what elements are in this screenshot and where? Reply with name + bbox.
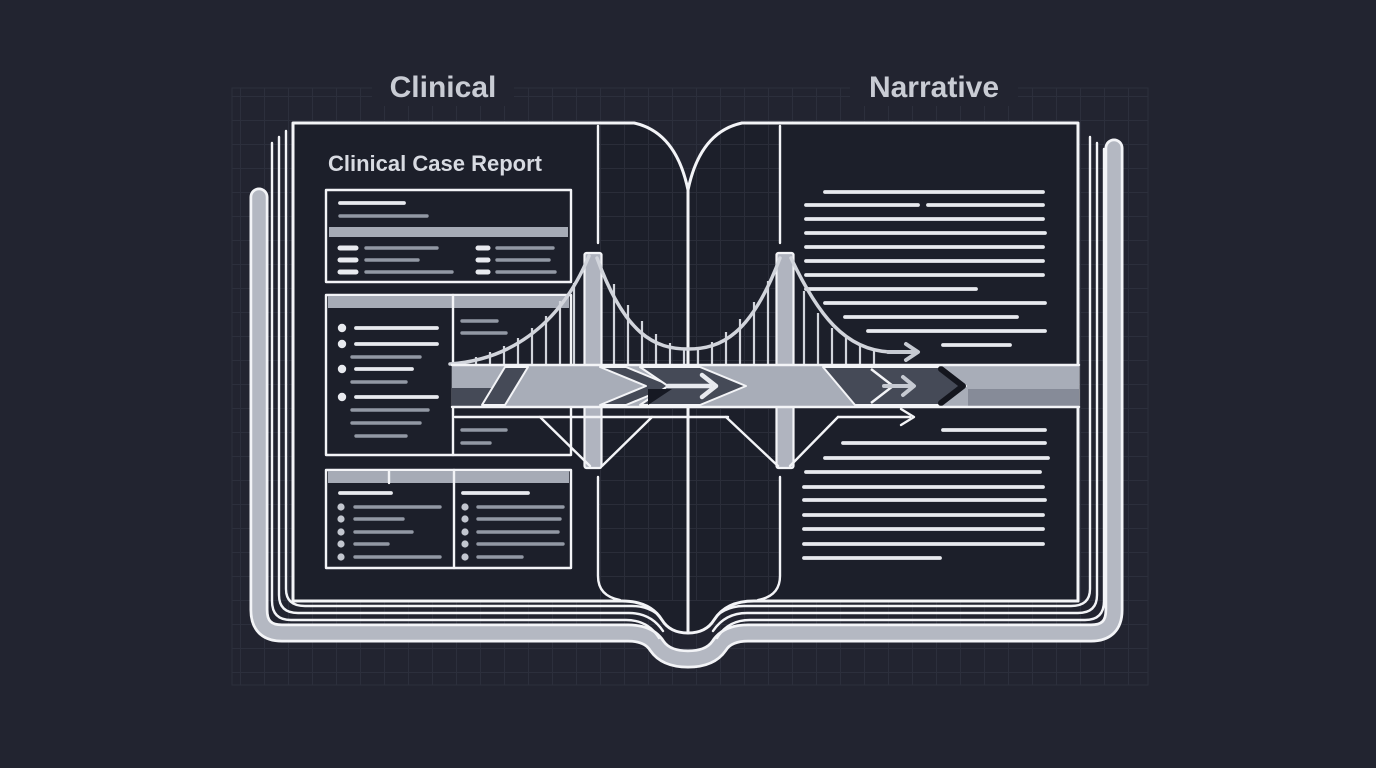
- exit-arrow-icon: [836, 407, 916, 427]
- road-arrow-icon: [665, 372, 719, 400]
- bridge-tower-left: [583, 251, 603, 470]
- suspension-cables: [448, 254, 920, 366]
- labs-column-right: [461, 491, 565, 561]
- road-chevron-2: [599, 366, 673, 406]
- labs-box: [324, 468, 573, 570]
- road-arrow-icon-2: [882, 375, 916, 397]
- header-band: [328, 471, 569, 483]
- left-column-label: Clinical: [390, 71, 497, 104]
- road-chevron-1: [481, 366, 529, 406]
- findings-box: [324, 293, 573, 457]
- left-page-content: Clinical Case Report: [324, 151, 573, 570]
- book-cover: [249, 138, 1124, 669]
- narrative-text-bottom: [802, 428, 1050, 560]
- cable-hangers: [460, 281, 876, 364]
- under-deck-truss: [453, 407, 916, 468]
- bullet-list: [337, 323, 439, 438]
- bridge-road: [450, 363, 1081, 409]
- bridge-tower-right: [775, 251, 795, 470]
- title-backdrop-left: [372, 70, 514, 106]
- column-titles: Clinical Narrative: [372, 70, 1018, 106]
- page-outlines: [291, 121, 1080, 635]
- side-notes: [460, 319, 508, 445]
- suspension-bridge: [448, 251, 1081, 470]
- header-band: [328, 296, 569, 308]
- divider-band: [329, 227, 568, 237]
- right-column-label: Narrative: [869, 71, 999, 104]
- page-heading: Clinical Case Report: [328, 151, 543, 176]
- narrative-text-top: [804, 190, 1047, 347]
- cable-arrow-icon: [886, 342, 920, 362]
- case-header-box: [324, 188, 573, 284]
- labs-column-left: [337, 491, 442, 561]
- title-backdrop-right: [850, 70, 1018, 106]
